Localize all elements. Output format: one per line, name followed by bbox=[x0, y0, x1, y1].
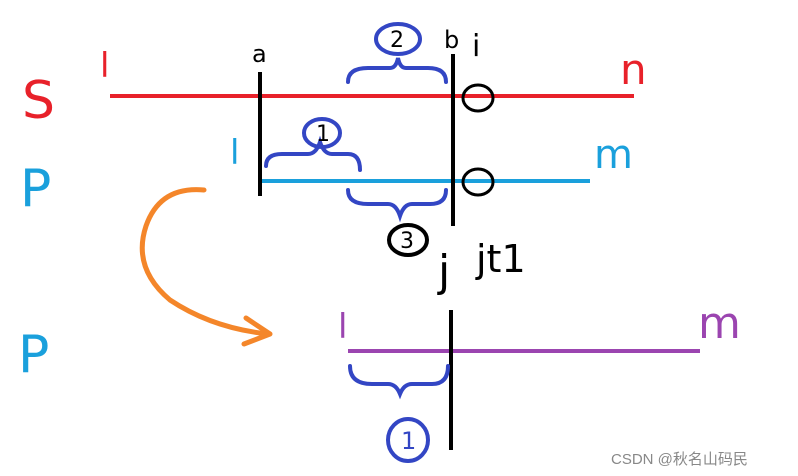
circled-number-3-text: 3 bbox=[400, 229, 414, 254]
p-end-label: m bbox=[594, 132, 633, 178]
circled-number-1: 1 bbox=[302, 117, 342, 149]
row-label-p: P bbox=[20, 159, 51, 219]
mismatch-circle-p bbox=[461, 167, 495, 197]
s-end-label: n bbox=[620, 45, 647, 94]
mismatch-circle-s bbox=[461, 83, 495, 113]
circled-number-2-text: 2 bbox=[390, 28, 404, 53]
brace-1 bbox=[264, 135, 362, 172]
marker-i-label: i bbox=[472, 29, 480, 64]
watermark: CSDN @秋名山码民 bbox=[611, 451, 748, 468]
p-start-label: l bbox=[230, 133, 239, 173]
row-label-s: S bbox=[22, 71, 55, 131]
shift-arrow bbox=[139, 187, 271, 337]
marker-j-plus-1-label: jt1 bbox=[475, 237, 526, 281]
circled-number-3: 3 bbox=[387, 223, 429, 257]
row-label-p-shifted: P bbox=[18, 325, 49, 385]
circled-number-1-bottom-text: 1 bbox=[401, 427, 416, 455]
brace-bottom bbox=[348, 364, 450, 400]
p-shifted-end-label: m bbox=[698, 298, 741, 349]
brace-2 bbox=[346, 57, 448, 84]
marker-j-label: j bbox=[437, 246, 450, 297]
shift-arrow-head bbox=[241, 315, 273, 347]
circled-number-2: 2 bbox=[374, 22, 422, 56]
marker-b-label: b bbox=[444, 26, 459, 54]
circled-number-1-bottom: 1 bbox=[386, 417, 430, 463]
circled-number-1-text: 1 bbox=[316, 122, 330, 147]
s-start-label: l bbox=[100, 46, 109, 86]
marker-a-label: a bbox=[252, 40, 267, 68]
p-shifted-start-label: l bbox=[338, 307, 347, 347]
brace-3 bbox=[346, 188, 448, 223]
